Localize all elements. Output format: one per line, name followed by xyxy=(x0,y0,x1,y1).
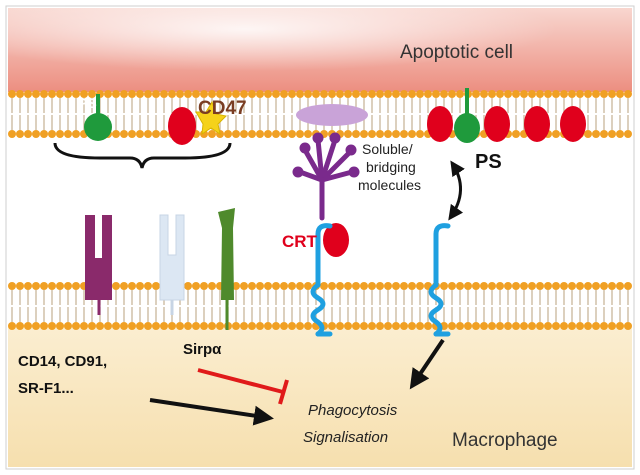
receptors-label-1: CD14, CD91, xyxy=(18,353,107,370)
ps-left-label: PS xyxy=(78,95,97,111)
cd47-label: CD47 xyxy=(198,98,247,119)
apoptotic-cell-region xyxy=(8,8,632,92)
outcome-label-2: Signalisation xyxy=(303,429,388,446)
receptor-magenta xyxy=(85,215,112,315)
sirpa-label: Sirpα xyxy=(183,341,222,358)
cd47-protein xyxy=(195,100,228,136)
red-protein-right-4 xyxy=(560,106,586,142)
soluble-label-2: bridging xyxy=(366,159,416,175)
bridging-molecule-knobs xyxy=(292,132,360,178)
macrophage-label: Macrophage xyxy=(452,430,558,451)
outcome-label-1: Phagocytosis xyxy=(308,402,398,419)
activation-arrow-left xyxy=(149,398,274,426)
activation-arrow-right xyxy=(409,338,445,390)
receptor-pale xyxy=(159,214,185,315)
receptor-blue-1 xyxy=(310,223,333,337)
red-protein-right-3 xyxy=(524,106,550,142)
receptors-label-2: SR-F1... xyxy=(18,380,74,397)
grouping-brace xyxy=(53,142,232,169)
soluble-molecule xyxy=(296,104,368,126)
ps-right-label: PS xyxy=(475,151,502,173)
soluble-label-1: Soluble/ xyxy=(362,141,413,157)
double-arrow xyxy=(448,160,465,221)
ps-left-molecule xyxy=(84,94,112,141)
bridging-molecule xyxy=(297,137,355,221)
soluble-label-3: molecules xyxy=(358,177,421,193)
inhibition-arrow xyxy=(197,368,289,405)
receptor-blue-2 xyxy=(428,223,451,337)
red-protein-right-2 xyxy=(484,106,510,142)
macrophage-region xyxy=(8,325,632,467)
red-protein-right-1 xyxy=(427,106,453,142)
red-protein-left xyxy=(168,107,196,145)
sirpa-receptor xyxy=(218,208,235,330)
ps-right-molecule xyxy=(454,88,480,143)
crt-label: CRT xyxy=(282,232,318,251)
apoptotic-cell-label: Apoptotic cell xyxy=(400,42,513,63)
apoptotic-membrane xyxy=(8,90,632,138)
crt-protein xyxy=(323,223,349,257)
